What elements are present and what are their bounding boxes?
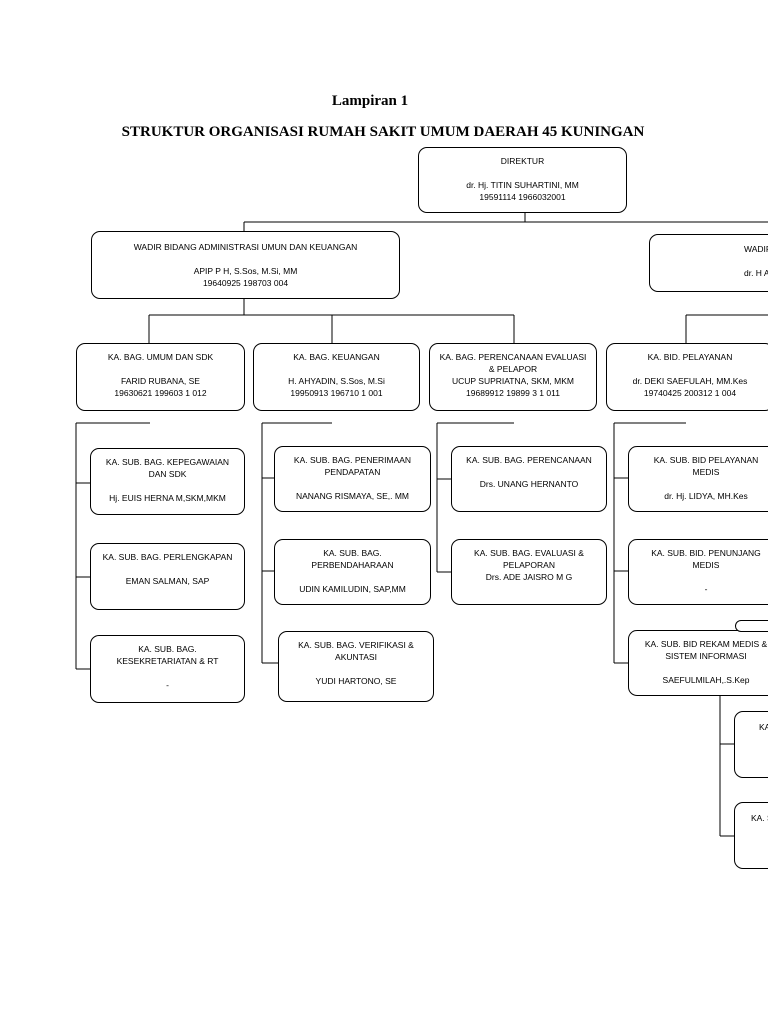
sub-perencanaan-box: KA. SUB. BAG. PERENCANAAN Drs. UNANG HER… (451, 446, 607, 512)
kabag-title: KA. BAG. UMUM DAN SDK (107, 352, 214, 362)
page-title: STRUKTUR ORGANISASI RUMAH SAKIT UMUM DAE… (121, 124, 645, 140)
sub-title-line1: KA. SUB. BAG. EVALUASI & (474, 548, 584, 558)
lampiran-label: Lampiran 1 (331, 93, 409, 109)
wadir-adm-name: APIP P H, S.Sos, M.Si, MM (193, 266, 298, 276)
kabag-title: KA. BID. PELAYANAN (647, 352, 733, 362)
sub-name: - (166, 680, 169, 690)
sub-title-line1: KA. SUB. BAG. KEPEGAWAIAN (105, 457, 230, 467)
kabag-title-line2: & PELAPOR (488, 364, 538, 374)
sub-title-line2: MEDIS (692, 467, 720, 477)
sub-name: YUDI HARTONO, SE (315, 676, 397, 686)
sub-title-line1: KA. SUB. BAG. (138, 644, 197, 654)
wadir-adm-box: WADIR BIDANG ADMINISTRASI UMUN DAN KEUAN… (91, 231, 400, 299)
far-right-box-1: KA (734, 711, 768, 778)
kabag-perencanaan-box: KA. BAG. PERENCANAAN EVALUASI & PELAPOR … (429, 343, 597, 411)
sub-rekam-medis-box: KA. SUB. BID REKAM MEDIS & SISTEM INFORM… (628, 630, 768, 696)
sub-name: - (704, 584, 708, 594)
direktur-name: dr. Hj. TITIN SUHARTINI, MM (466, 180, 579, 190)
sub-evaluasi-box: KA. SUB. BAG. EVALUASI & PELAPORAN Drs. … (451, 539, 607, 605)
sub-title-line2: KESEKRETARIATAN & RT (116, 656, 219, 666)
sub-penerimaan-box: KA. SUB. BAG. PENERIMAAN PENDAPATAN NANA… (274, 446, 431, 512)
sub-name: Drs. ADE JAISRO M G (485, 572, 573, 582)
sub-name: NANANG RISMAYA, SE,. MM (295, 491, 410, 501)
wadir-adm-title: WADIR BIDANG ADMINISTRASI UMUN DAN KEUAN… (133, 242, 358, 252)
far-right-box-2: KA. S (734, 802, 768, 869)
sub-penunjang-medis-box: KA. SUB. BID. PENUNJANG MEDIS - (628, 539, 768, 605)
sub-kepegawaian-box: KA. SUB. BAG. KEPEGAWAIAN DAN SDK Hj. EU… (90, 448, 245, 515)
sub-title-line1: KA. SUB. BID. PENUNJANG (651, 548, 761, 558)
sub-title-line2: SISTEM INFORMASI (665, 651, 747, 661)
sub-perbendaharaan-box: KA. SUB. BAG. PERBENDAHARAAN UDIN KAMILU… (274, 539, 431, 605)
sub-title-line1: KA. SUB. BAG. PENERIMAAN (293, 455, 412, 465)
kabag-nip: 19689912 19899 3 1 011 (466, 388, 560, 398)
far-right-label: KA. S (751, 813, 768, 823)
kabag-nip: 19950913 196710 1 001 (290, 388, 383, 398)
far-right-label: KA (759, 722, 768, 732)
wadir-right-title: WADIR (744, 244, 768, 254)
kabag-nip: 19740425 200312 1 004 (643, 388, 737, 398)
sub-name: Hj. EUIS HERNA M,SKM,MKM (109, 493, 226, 503)
sub-title-line1: KA. SUB. BAG. PERENCANAAN (466, 455, 592, 465)
sub-title-line1: KA. SUB. BAG. VERIFIKASI & (298, 640, 414, 650)
sub-title-line1: KA. SUB. BID REKAM MEDIS & (644, 639, 768, 649)
sub-title-line1: KA. SUB. BAG. (323, 548, 382, 558)
wadir-adm-nip: 19640925 198703 004 (202, 278, 289, 288)
sub-pelayanan-medis-box: KA. SUB. BID PELAYANAN MEDIS dr. Hj. LID… (628, 446, 768, 512)
direktur-box: DIREKTUR dr. Hj. TITIN SUHARTINI, MM 195… (418, 147, 627, 213)
kabag-umum-box: KA. BAG. UMUM DAN SDK FARID RUBANA, SE 1… (76, 343, 245, 411)
sub-verifikasi-box: KA. SUB. BAG. VERIFIKASI & AKUNTASI YUDI… (278, 631, 434, 702)
far-right-partial-box (735, 620, 768, 632)
kabag-name: dr. DEKI SAEFULAH, MM.Kes (632, 376, 748, 386)
sub-perlengkapan-box: KA. SUB. BAG. PERLENGKAPAN EMAN SALMAN, … (90, 543, 245, 610)
sub-title-line2: PERBENDAHARAAN (311, 560, 394, 570)
direktur-title: DIREKTUR (500, 156, 545, 166)
sub-title-line2: DAN SDK (148, 469, 187, 479)
sub-title-line2: PENDAPATAN (324, 467, 381, 477)
kabid-pelayanan-box: KA. BID. PELAYANAN dr. DEKI SAEFULAH, MM… (606, 343, 768, 411)
sub-name: Drs. UNANG HERNANTO (479, 479, 579, 489)
sub-name: dr. Hj. LIDYA, MH.Kes (664, 491, 748, 501)
kabag-keuangan-box: KA. BAG. KEUANGAN H. AHYADIN, S.Sos, M.S… (253, 343, 420, 411)
sub-title-line1: KA. SUB. BAG. PERLENGKAPAN (102, 552, 233, 562)
kabag-title: KA. BAG. KEUANGAN (293, 352, 380, 362)
sub-title-line1: KA. SUB. BID PELAYANAN (653, 455, 759, 465)
kabag-nip: 19630621 199603 1 012 (114, 388, 207, 398)
wadir-right-box: WADIR dr. H A (649, 234, 768, 292)
sub-title-line2: AKUNTASI (335, 652, 377, 662)
sub-name: UDIN KAMILUDIN, SAP,MM (299, 584, 406, 594)
direktur-nip: 19591114 1966032001 (479, 192, 566, 202)
sub-title-line2: MEDIS (692, 560, 720, 570)
sub-name: EMAN SALMAN, SAP (125, 576, 210, 586)
sub-name: SAEFULMILAH,.S.Kep (662, 675, 750, 685)
sub-kesekretariatan-box: KA. SUB. BAG. KESEKRETARIATAN & RT - (90, 635, 245, 703)
kabag-name: UCUP SUPRIATNA, SKM, MKM (451, 376, 574, 386)
kabag-name: H. AHYADIN, S.Sos, M.Si (288, 376, 385, 386)
kabag-name: FARID RUBANA, SE (121, 376, 200, 386)
kabag-title-line1: KA. BAG. PERENCANAAN EVALUASI (439, 352, 587, 362)
wadir-right-name: dr. H A (744, 268, 768, 278)
sub-title-line2: PELAPORAN (503, 560, 555, 570)
